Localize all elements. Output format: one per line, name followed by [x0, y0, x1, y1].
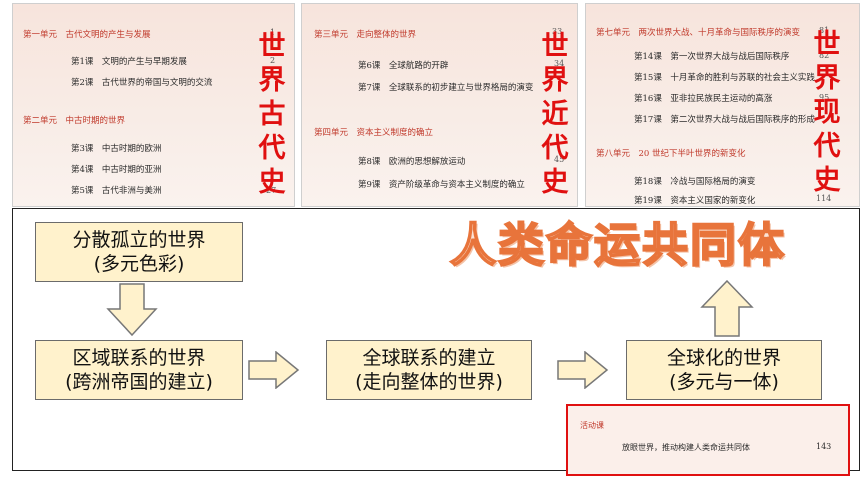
toc-lesson: 第2课 古代世界的帝国与文明的交流 [71, 78, 213, 88]
toc-lesson: 第1课 文明的产生与早期发展 [71, 57, 187, 67]
toc-lesson: 第17课 第二次世界大战与战后国际秩序的形成 [634, 115, 815, 125]
toc-lesson: 第15课 十月革命的胜利与苏联的社会主义实践 [634, 73, 815, 83]
toc-lesson: 第4课 中古时期的亚洲 [71, 165, 162, 175]
stage-box-regional-world: 区域联系的世界 (跨洲帝国的建立) [35, 340, 243, 400]
toc-page-number: 81 [819, 26, 830, 35]
side-title-char: 代 [813, 131, 841, 162]
stage-title: 全球联系的建立 [362, 347, 496, 369]
toc-page-number: 1 [270, 28, 276, 37]
arrow-right-icon [248, 351, 300, 389]
side-title-char: 界 [258, 65, 286, 96]
toc-lesson: 第16课 亚非拉民族民主运动的高涨 [634, 94, 773, 104]
toc-unit-title: 第八单元 20 世纪下半叶世界的新变化 [596, 149, 746, 159]
stage-title: 分散孤立的世界 [72, 229, 206, 251]
toc-lesson: 第19课 资本主义国家的新变化 [634, 196, 756, 206]
stage-title: 区域联系的世界 [72, 347, 206, 369]
toc-lesson: 第5课 古代非洲与美洲 [71, 186, 162, 196]
side-title-char: 古 [258, 99, 286, 130]
stage-box-global-links: 全球联系的建立 (走向整体的世界) [326, 340, 532, 400]
slogan-title: 人类命运共同体 [449, 217, 786, 273]
toc-page-number: 33 [552, 27, 563, 36]
stage-box-isolated-world: 分散孤立的世界 (多元色彩) [35, 222, 243, 282]
toc-lesson: 第8课 欧洲的思想解放运动 [358, 157, 466, 167]
toc-lesson: 第9课 资产阶级革命与资本主义制度的确立 [358, 180, 525, 190]
stage-subtitle: (跨洲帝国的建立) [65, 371, 213, 393]
toc-unit-title: 第二单元 中古时期的世界 [23, 116, 126, 126]
toc-page-number: 45 [554, 155, 565, 164]
stage-subtitle: (多元色彩) [93, 253, 185, 275]
toc-unit-title: 第一单元 古代文明的产生与发展 [23, 30, 151, 40]
arrow-down-icon [106, 283, 158, 337]
stage-subtitle: (多元与一体) [669, 371, 779, 393]
toc-page-number: 27 [266, 186, 277, 195]
toc-page-number: 82 [819, 51, 830, 60]
side-title-char: 代 [541, 133, 569, 164]
toc-lesson: 第14课 第一次世界大战与战后国际秩序 [634, 52, 790, 62]
toc-lesson: 第3课 中古时期的欧洲 [71, 144, 162, 154]
side-title-char: 现 [813, 97, 841, 128]
side-title-char: 近 [541, 99, 569, 130]
side-title-char: 史 [258, 167, 286, 198]
side-title-char: 界 [541, 65, 569, 96]
side-title-char: 世 [258, 31, 286, 62]
side-title-char: 界 [813, 63, 841, 94]
toc-page-number: 34 [554, 59, 565, 68]
toc-unit-title: 第四单元 资本主义制度的确立 [314, 128, 434, 138]
side-title-char: 史 [541, 167, 569, 198]
toc-unit-title: 第三单元 走向整体的世界 [314, 30, 417, 40]
toc-panel-ancient: 第一单元 古代文明的产生与发展 第1课 文明的产生与早期发展 第2课 古代世界的… [12, 3, 295, 207]
activity-lesson-box: 活动课 放眼世界，推动构建人类命运共同体 143 [566, 404, 850, 476]
toc-lesson: 第18课 冷战与国际格局的演变 [634, 177, 756, 187]
side-title-char: 世 [813, 29, 841, 60]
activity-title: 放眼世界，推动构建人类命运共同体 [622, 443, 750, 452]
side-title-char: 世 [541, 31, 569, 62]
activity-label: 活动课 [580, 421, 604, 430]
toc-page-number: 114 [816, 194, 832, 203]
arrow-right-icon [557, 351, 609, 389]
toc-panel-modern: 第三单元 走向整体的世界 第6课 全球航路的开辟 第7课 全球联系的初步建立与世… [301, 3, 578, 207]
toc-page-number: 2 [270, 56, 276, 65]
toc-lesson: 第6课 全球航路的开辟 [358, 61, 449, 71]
activity-page-number: 143 [816, 442, 832, 451]
stage-title: 全球化的世界 [666, 347, 781, 369]
side-title-char: 代 [258, 133, 286, 164]
toc-panel-contemporary: 第七单元 两次世界大战、十月革命与国际秩序的演变 第14课 第一次世界大战与战后… [585, 3, 860, 207]
stage-box-globalized-world: 全球化的世界 (多元与一体) [626, 340, 822, 400]
toc-lesson: 第7课 全球联系的初步建立与世界格局的演变 [358, 83, 534, 93]
stage-subtitle: (走向整体的世界) [355, 371, 503, 393]
side-title-char: 史 [813, 165, 841, 196]
toc-page-number: 95 [819, 93, 830, 102]
toc-unit-title: 第七单元 两次世界大战、十月革命与国际秩序的演变 [596, 28, 801, 38]
arrow-up-icon [700, 280, 754, 337]
